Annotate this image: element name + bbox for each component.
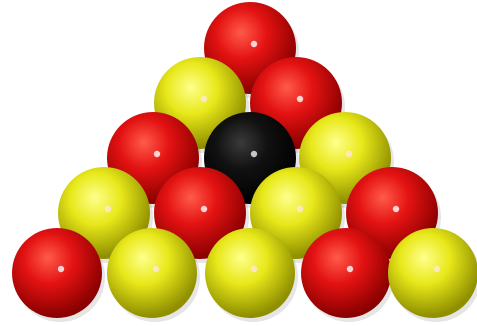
ball-highlight [153, 150, 161, 158]
ball-highlight [296, 95, 304, 103]
ball-highlight [392, 205, 400, 213]
ball-highlight [296, 205, 304, 213]
ball-highlight [200, 95, 208, 103]
yellow-ball [205, 228, 295, 318]
ball-highlight [250, 150, 258, 158]
ball-highlight [345, 150, 353, 158]
ball-highlight [346, 265, 354, 273]
yellow-ball [388, 228, 477, 318]
ball-highlight [200, 205, 208, 213]
red-ball [12, 228, 102, 318]
yellow-ball [107, 228, 197, 318]
ball-highlight [104, 205, 112, 213]
ball-highlight [433, 265, 441, 273]
red-ball [301, 228, 391, 318]
ball-highlight [250, 40, 258, 48]
ball-highlight [57, 265, 65, 273]
ball-highlight [250, 265, 258, 273]
ball-highlight [152, 265, 160, 273]
